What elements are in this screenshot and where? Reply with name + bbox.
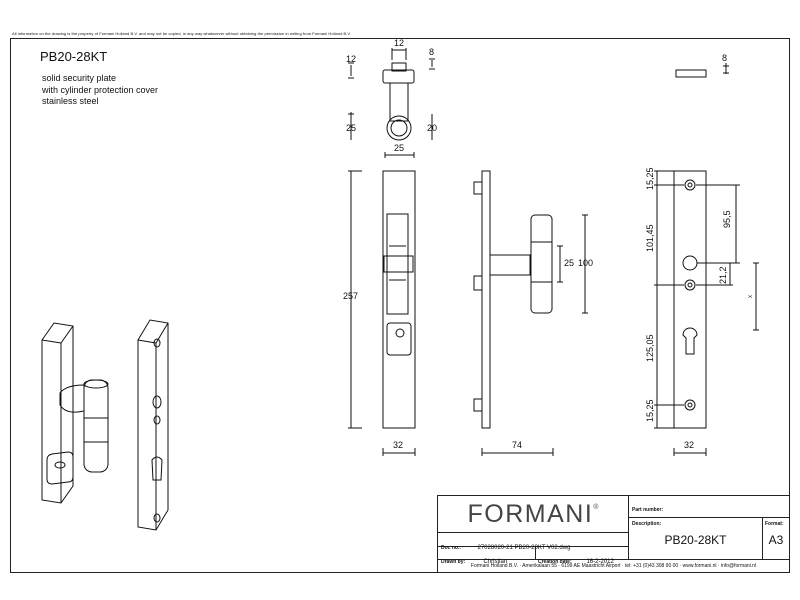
front-plate (382, 170, 416, 429)
dim-label: 25 (346, 123, 356, 133)
dim-label: 12 (394, 38, 404, 48)
rose-outer (386, 115, 412, 141)
dim-label: 74 (512, 440, 522, 450)
format-label: Format: (765, 521, 784, 527)
dim-label: 21,2 (718, 266, 728, 284)
back-plate (673, 170, 707, 429)
iso-handle (83, 379, 109, 473)
cylinder-cutout (682, 327, 698, 355)
description-line: with cylinder protection cover (42, 84, 159, 95)
side-plate (481, 170, 491, 429)
dim-label: 12 (346, 54, 356, 64)
screw-hole (684, 179, 696, 191)
iso-hole (153, 513, 161, 523)
rose-inner (390, 119, 408, 137)
screw-hole-inner (687, 282, 693, 288)
iso-cylinder-cover (46, 451, 74, 485)
side-tab (473, 275, 483, 291)
knob-stem (389, 82, 409, 122)
iso-back-plate (137, 319, 169, 531)
side-handle (530, 214, 553, 314)
front-cylinder-cover (386, 322, 412, 356)
side-spindle (489, 254, 531, 276)
drawn-by-value: Christian (483, 559, 508, 565)
description-line: stainless steel (42, 96, 99, 106)
format-cell: Format: A3 (763, 518, 789, 560)
side-tab (473, 181, 483, 195)
creation-date-value: 16-2-2012 (586, 559, 614, 565)
iso-handle-top (83, 379, 109, 389)
knob-cap (391, 62, 407, 72)
dim-label: 8 (429, 47, 434, 57)
dim-label: 20 (427, 123, 437, 133)
plate-section-view (675, 63, 729, 78)
drawn-by-label: Drawn by: (441, 559, 466, 565)
front-view (348, 170, 416, 456)
part-number-label: Part number: (632, 507, 664, 513)
product-code: PB20-28KT (40, 49, 108, 64)
dim-label: 15,25 (645, 399, 655, 422)
plate-section (675, 69, 707, 78)
dim-label: 100 (578, 258, 593, 268)
description-cell: Description: PB20-28KT (629, 518, 763, 560)
company-footer: Formani Holland B.V. · Amerikalaan 55 · … (470, 563, 757, 569)
copyright-notice: All information on the drawing is the pr… (12, 31, 351, 36)
description-value: PB20-28KT (664, 533, 727, 547)
formani-logo: FORMANI (467, 499, 594, 528)
logo-cell: FORMANI ® (438, 496, 629, 533)
dim-label: 8 (722, 53, 727, 63)
front-rose (383, 255, 414, 273)
description-line: solid security plate (42, 73, 117, 83)
cylinder-hole (395, 328, 405, 338)
iso-cylinder-hole (54, 461, 66, 469)
iso-hole (152, 395, 162, 409)
creation-date-cell: Creation date: 16-2-2012 (536, 547, 629, 565)
top-view (348, 48, 435, 158)
drawing-frame (10, 38, 790, 573)
screw-hole-inner (687, 402, 693, 408)
dim-label: 25 (394, 143, 404, 153)
knob-top (382, 69, 415, 84)
iso-hole (153, 415, 161, 425)
screw-hole (684, 399, 696, 411)
back-view (654, 170, 759, 456)
dim-label: 257 (343, 291, 358, 301)
spindle-hole (682, 255, 698, 271)
dim-label: 125,05 (645, 334, 655, 362)
dim-label: 32 (684, 440, 694, 450)
product-description: solid security plate with cylinder prote… (42, 73, 158, 108)
registered-mark: ® (593, 503, 599, 511)
doc-no-value: 27028020-21 PB20-28KT V02.dwg (477, 545, 571, 551)
doc-no-cell: Doc no.: 27028020-21 PB20-28KT V02.dwg (438, 533, 629, 551)
iso-cylinder-cutout (151, 456, 163, 481)
dim-label: 15,25 (645, 167, 655, 190)
dim-label: 95,5 (722, 210, 732, 228)
dim-label: 101,45 (645, 224, 655, 252)
front-handle-bar (386, 213, 409, 315)
iso-rose (59, 384, 85, 413)
dim-label: 25 (564, 258, 574, 268)
screw-hole (684, 279, 696, 291)
iso-plate (41, 322, 74, 504)
format-value: A3 (768, 533, 784, 547)
side-tab (473, 398, 483, 412)
title-block: FORMANI ® Part number: Description: PB20… (437, 495, 790, 573)
part-number-cell: Part number: (629, 496, 789, 518)
drawn-by-cell: Drawn by: Christian (438, 547, 536, 565)
doc-no-label: Doc no.: (441, 545, 461, 551)
screw-hole-inner (687, 182, 693, 188)
creation-date-label: Creation date: (538, 559, 572, 565)
iso-front-view (41, 322, 109, 504)
iso-hole (153, 338, 161, 348)
description-label: Description: (632, 521, 662, 527)
dim-label: x (748, 295, 754, 298)
side-view (473, 170, 588, 456)
iso-back-view (137, 319, 169, 531)
dim-label: 32 (393, 440, 403, 450)
